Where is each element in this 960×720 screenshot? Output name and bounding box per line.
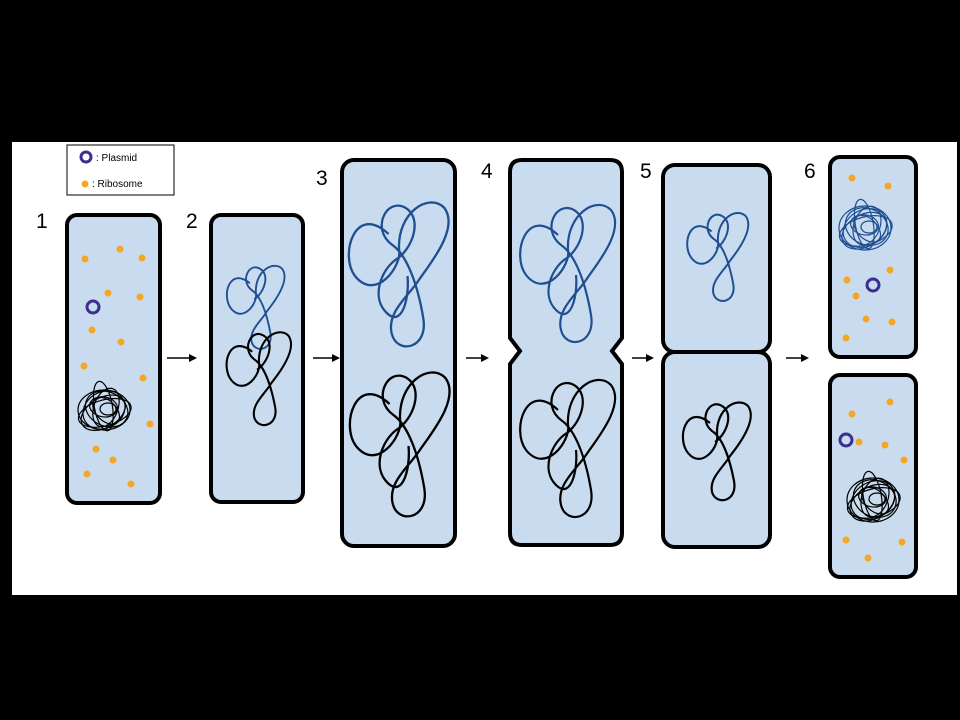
ribosome-legend-icon xyxy=(81,180,89,188)
ribosome xyxy=(138,254,146,262)
ribosome xyxy=(80,362,88,370)
ribosome xyxy=(92,445,100,453)
arrow-5-to-6 xyxy=(786,354,809,362)
cell-step-5 xyxy=(661,163,772,549)
daughter-cell-top-membrane xyxy=(828,155,918,359)
diagram-panel xyxy=(12,142,957,595)
arrow-4-to-5 xyxy=(632,354,654,362)
arrow-3-to-4 xyxy=(466,354,489,362)
ribosome xyxy=(843,276,851,284)
cell-4-membrane xyxy=(508,158,624,547)
ribosome xyxy=(886,398,894,406)
cell-step-1 xyxy=(65,213,162,505)
cell-step-3 xyxy=(340,158,457,548)
ribosome xyxy=(104,289,112,297)
daughter-cell-top xyxy=(828,155,918,359)
ribosome xyxy=(900,456,908,464)
plasmid xyxy=(838,432,854,448)
ribosome xyxy=(127,480,135,488)
cell-5-top-membrane xyxy=(661,163,772,354)
ribosome xyxy=(864,554,872,562)
nucleoid-tangle-daughter-bottom xyxy=(846,470,901,523)
ribosome xyxy=(852,292,860,300)
ribosome xyxy=(848,174,856,182)
ribosome xyxy=(109,456,117,464)
plasmid xyxy=(865,277,881,293)
ribosome xyxy=(83,470,91,478)
step-number-4: 4 xyxy=(481,160,493,183)
ribosome xyxy=(862,315,870,323)
ribosome xyxy=(136,293,144,301)
arrow-1-to-2 xyxy=(167,354,197,362)
ribosomes-daughter-top xyxy=(842,174,896,342)
ribosome xyxy=(881,441,889,449)
plasmid xyxy=(85,299,101,315)
step-number-2: 2 xyxy=(186,210,198,233)
ribosomes-cell-1 xyxy=(80,245,154,488)
cell-3-membrane xyxy=(340,158,457,548)
ribosome xyxy=(146,420,154,428)
step-number-6: 6 xyxy=(804,160,816,183)
nucleoid-tangle-daughter-top xyxy=(838,198,893,251)
ribosome xyxy=(81,255,89,263)
step-number-5: 5 xyxy=(640,160,652,183)
ribosomes-daughter-bottom xyxy=(842,398,908,562)
ribosome xyxy=(139,374,147,382)
cell-2-membrane xyxy=(209,213,305,504)
nucleoid-tangle-cell-1 xyxy=(77,380,132,432)
ribosome xyxy=(886,266,894,274)
ribosome xyxy=(898,538,906,546)
daughter-cell-bottom-membrane xyxy=(828,373,918,579)
arrow-2-to-3 xyxy=(313,354,340,362)
ribosome xyxy=(888,318,896,326)
ribosome xyxy=(855,438,863,446)
step-number-3: 3 xyxy=(316,167,328,190)
ribosome xyxy=(842,334,850,342)
cell-step-2 xyxy=(209,213,305,504)
daughter-cell-bottom xyxy=(828,373,918,579)
ribosome xyxy=(848,410,856,418)
plasmid-legend-icon xyxy=(79,150,93,164)
ribosome xyxy=(117,338,125,346)
legend-plasmid-label: : Plasmid xyxy=(96,153,137,164)
ribosome xyxy=(88,326,96,334)
cell-5-bottom-membrane xyxy=(661,350,772,549)
cell-step-6 xyxy=(828,155,918,579)
ribosome xyxy=(116,245,124,253)
legend-ribosome-label: : Ribosome xyxy=(92,179,143,190)
cell-step-4 xyxy=(508,158,624,547)
legend: : Plasmid : Ribosome xyxy=(66,144,175,196)
ribosome xyxy=(842,536,850,544)
step-number-1: 1 xyxy=(36,210,48,233)
ribosome xyxy=(884,182,892,190)
cell-1-membrane xyxy=(65,213,162,505)
